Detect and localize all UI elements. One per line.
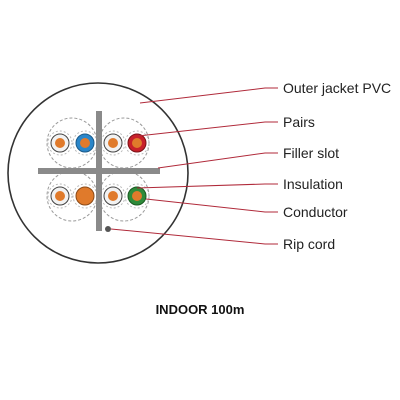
leader-conductor: [145, 198, 278, 213]
label-outer-jacket: Outer jacket PVC: [283, 80, 391, 96]
pair-top-right: [98, 117, 150, 169]
label-insulation: Insulation: [283, 176, 343, 192]
diagram-caption: INDOOR 100m: [156, 302, 245, 317]
label-rip-cord: Rip cord: [283, 236, 335, 252]
rip-cord: [105, 226, 111, 232]
leader-lines: [110, 87, 278, 245]
leader-rip-cord: [110, 228, 278, 245]
leader-outer-jacket: [139, 87, 278, 104]
label-conductor: Conductor: [283, 204, 348, 220]
pair-bottom-right: [98, 170, 150, 222]
label-pairs: Pairs: [283, 114, 315, 130]
label-filler-slot: Filler slot: [283, 145, 339, 161]
leader-filler-slot: [157, 152, 278, 169]
leader-insulation: [136, 183, 278, 189]
filler-slot-cross: [38, 111, 160, 231]
leader-pairs: [137, 121, 278, 137]
